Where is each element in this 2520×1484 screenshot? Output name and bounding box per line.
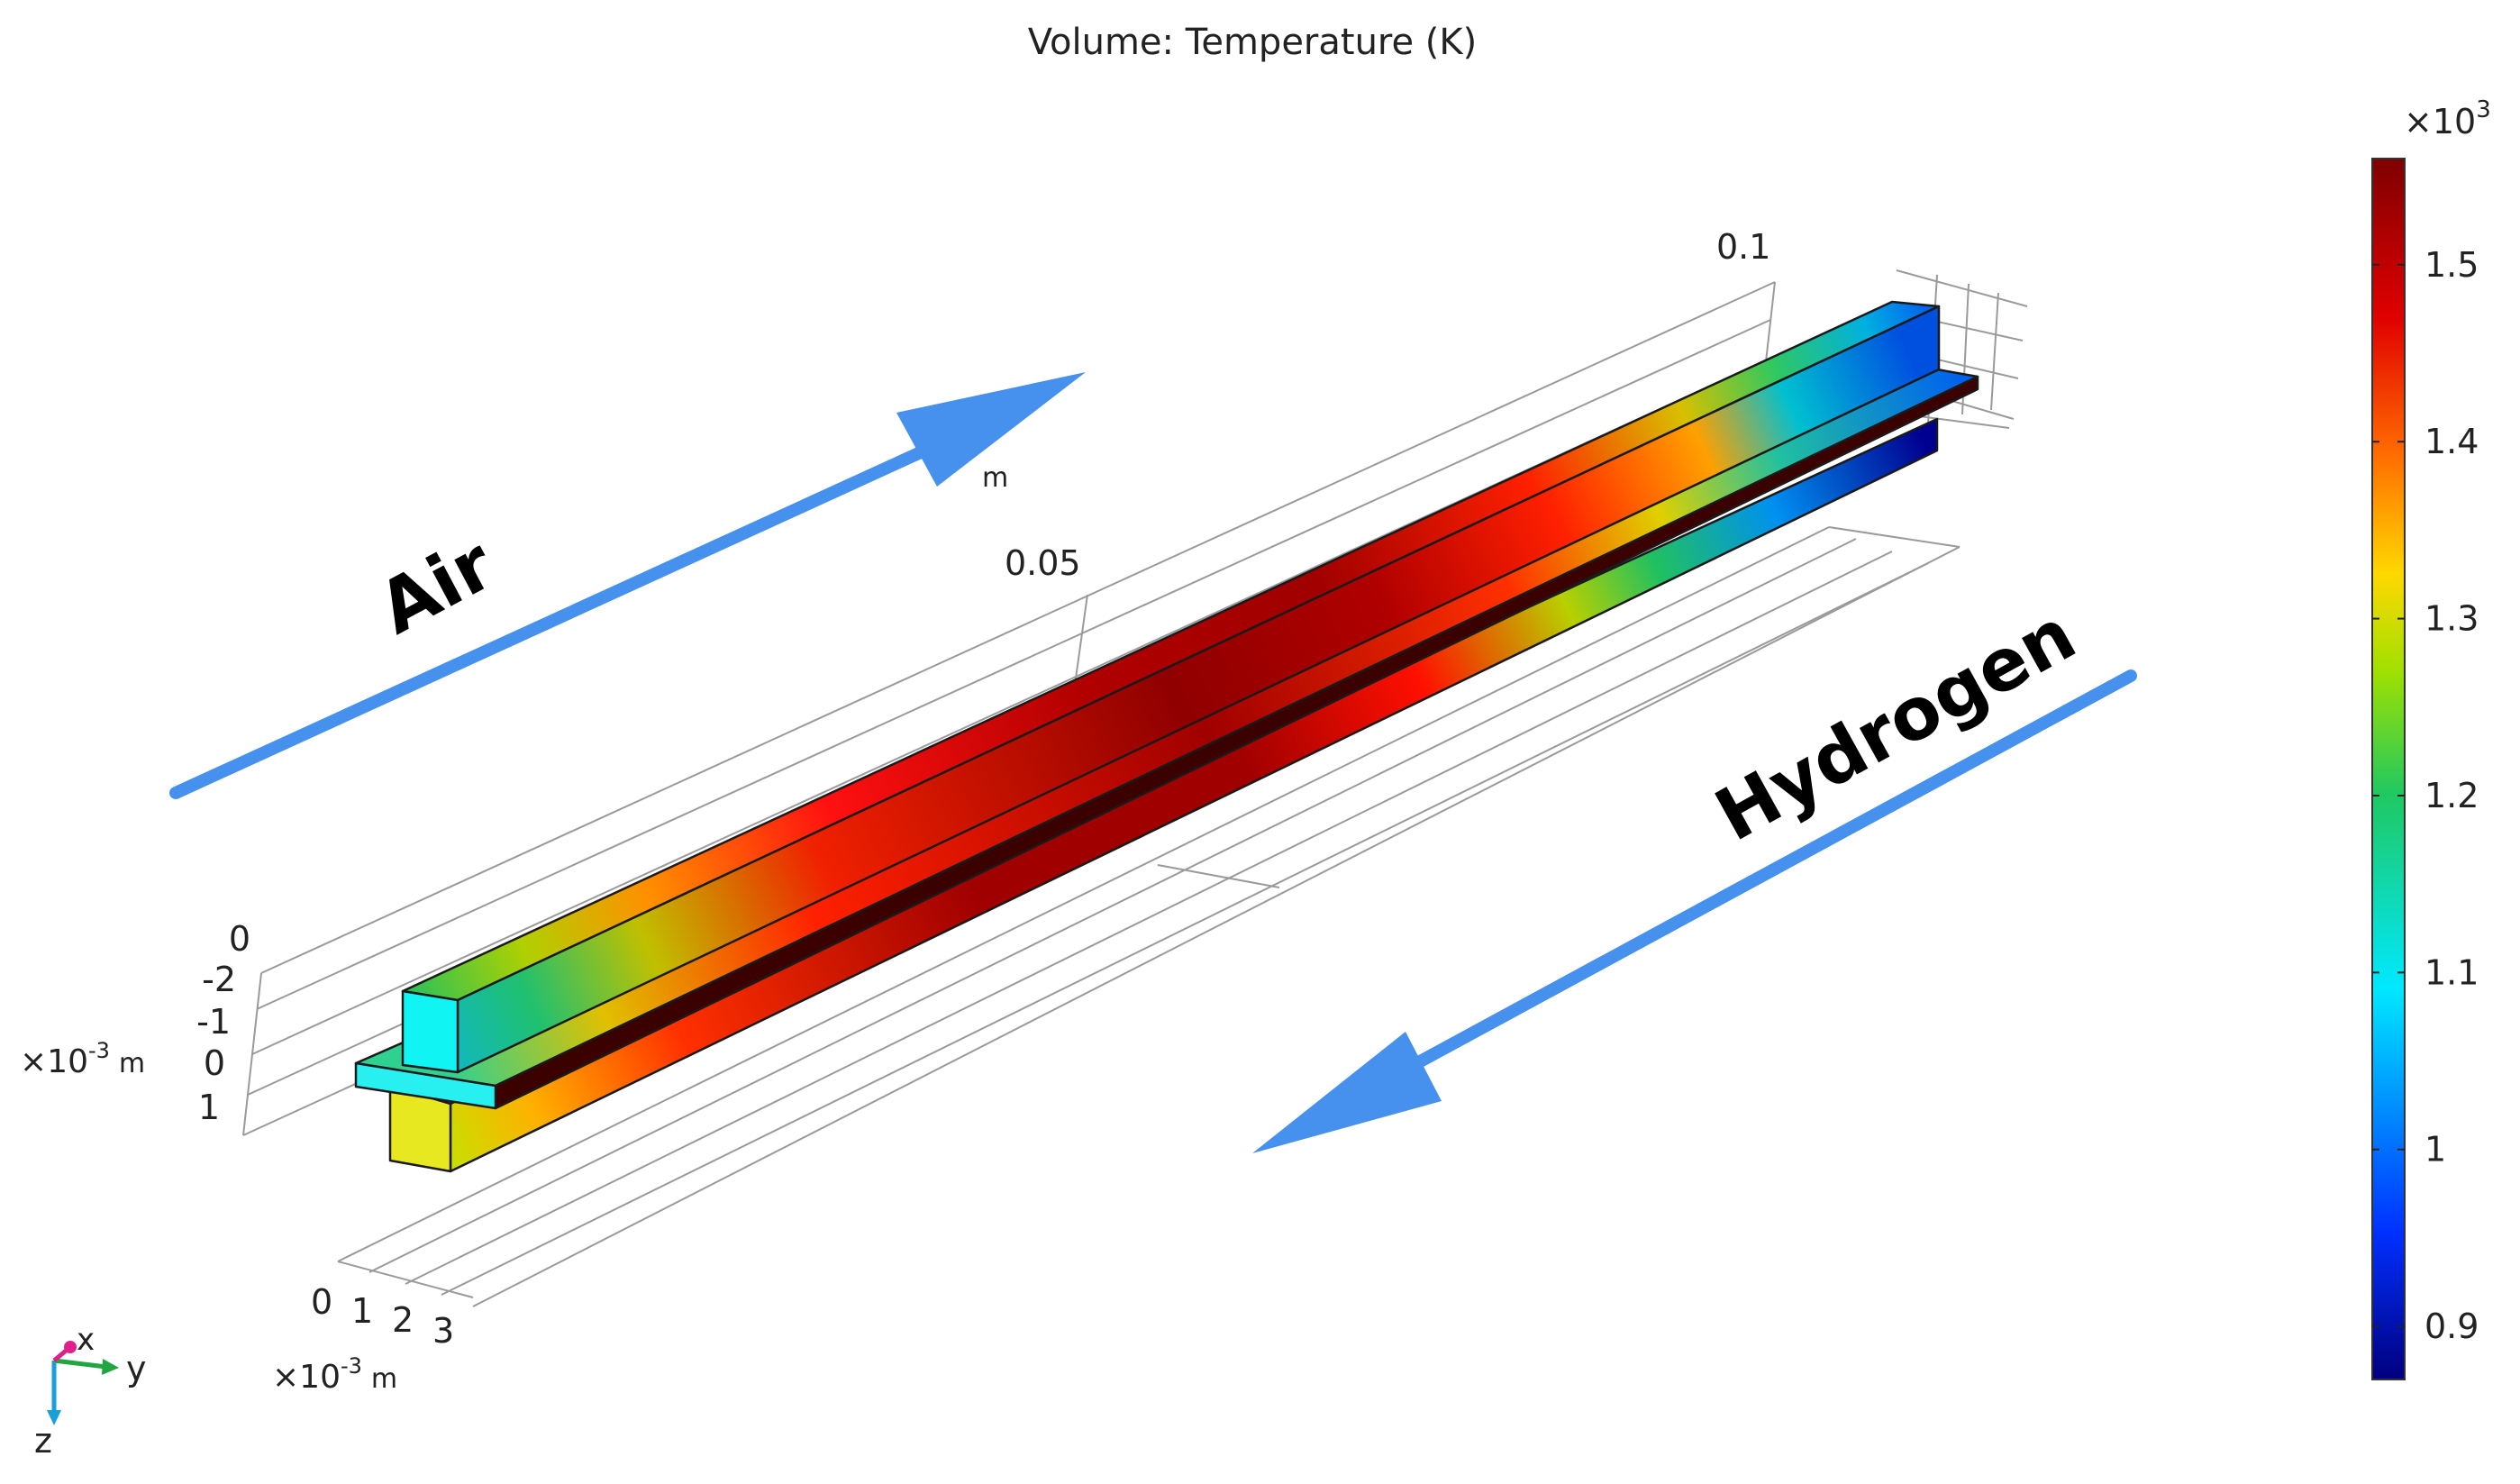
colorbar-ticks: 1.5 1.4 1.3 1.2 1.1 1 0.9 xyxy=(2372,245,2479,1346)
vertical-tick: 0 xyxy=(204,1043,225,1083)
colorbar-tick-label: 1.4 xyxy=(2424,422,2479,461)
axis-triad: x y z xyxy=(34,1322,147,1461)
vertical-axis-ticks: 0 -2 -1 0 1 xyxy=(196,919,250,1127)
triad-y-label: y xyxy=(126,1349,147,1388)
air-flow-arrow xyxy=(169,372,1086,799)
vertical-tick: 1 xyxy=(198,1088,220,1127)
colorbar-tick-label: 1 xyxy=(2424,1130,2446,1170)
depth-tick: 3 xyxy=(432,1311,454,1351)
colorbar-tick-label: 1.5 xyxy=(2424,245,2479,285)
air-label: Air xyxy=(365,522,507,651)
colorbar-tick-label: 0.9 xyxy=(2424,1306,2479,1346)
depth-tick: 0 xyxy=(311,1282,332,1322)
length-tick-0-1: 0.1 xyxy=(1716,227,1770,267)
vertical-tick: -2 xyxy=(202,960,236,999)
colorbar-multiplier: ×103 xyxy=(2404,96,2491,141)
vertical-tick: -1 xyxy=(196,1002,231,1042)
upper-channel-top xyxy=(401,300,1941,1002)
depth-tick: 2 xyxy=(392,1300,414,1340)
electrolyte-plate-end xyxy=(354,1061,497,1110)
upper-channel-side xyxy=(456,305,1941,1074)
upper-channel-end xyxy=(401,989,459,1074)
colorbar-tick-label: 1.1 xyxy=(2424,952,2479,992)
fuel-cell-geometry xyxy=(354,300,1979,1173)
triad-z-label: z xyxy=(34,1421,52,1461)
colorbar-tick-label: 1.2 xyxy=(2424,776,2479,815)
vertical-tick: 0 xyxy=(229,919,250,959)
colorbar: ×103 1.5 1.4 1.3 1.2 1.1 1 0.9 xyxy=(2371,96,2491,1380)
hydrogen-flow-arrow xyxy=(1252,669,2137,1153)
depth-tick: 1 xyxy=(351,1291,373,1331)
depth-axis-ticks: 0 1 2 3 xyxy=(311,1282,454,1351)
length-unit-label: m xyxy=(982,462,1008,494)
colorbar-tick-label: 1.3 xyxy=(2424,599,2479,639)
plot-title: Volume: Temperature (K) xyxy=(1028,22,1478,63)
electrolyte-plate-side xyxy=(494,375,1979,1110)
triad-x-label: x xyxy=(77,1322,95,1358)
colorbar-gradient xyxy=(2371,158,2406,1380)
length-tick-0-05: 0.05 xyxy=(1005,543,1081,583)
